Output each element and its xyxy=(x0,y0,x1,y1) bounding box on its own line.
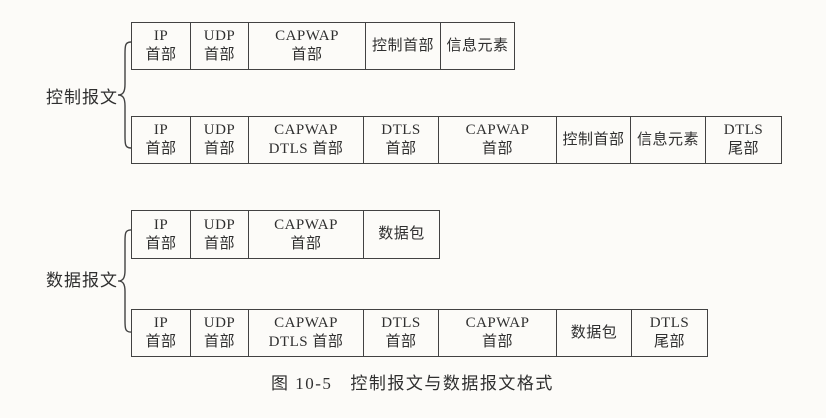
packet-row-control-plain: IP 首部 UDP 首部 CAPWAP 首部 控制首部信息元素 xyxy=(131,22,515,70)
packet-field-label: 首部 xyxy=(203,47,235,63)
packet-field-label: CAPWAP xyxy=(274,315,338,331)
packet-field-cell: CAPWAP 首部 xyxy=(439,117,557,163)
packet-field-label: DTLS xyxy=(381,122,421,138)
packet-field-label: 首部 xyxy=(203,141,235,157)
packet-field-label: 首部 xyxy=(145,235,177,252)
packet-field-cell: UDP 首部 xyxy=(191,117,249,163)
packet-field-label: DTLS xyxy=(381,315,421,331)
packet-field-label: 首部 xyxy=(385,334,417,350)
packet-field-cell: CAPWAP 首部 xyxy=(249,211,364,258)
packet-field-label: IP xyxy=(153,28,169,44)
packet-field-label: DTLS 首部 xyxy=(268,141,344,157)
packet-field-cell: 数据包 xyxy=(557,310,632,356)
packet-field-label: 控制首部 xyxy=(371,37,434,54)
packet-field-label: IP xyxy=(153,315,169,331)
packet-field-cell: CAPWAP 首部 xyxy=(249,23,366,69)
packet-field-cell: CAPWAP 首部 xyxy=(439,310,557,356)
packet-field-cell: CAPWAP DTLS 首部 xyxy=(249,117,364,163)
packet-field-label: 控制首部 xyxy=(562,131,625,148)
data-message-group-label: 数据报文 xyxy=(46,271,118,290)
packet-field-cell: IP 首部 xyxy=(132,310,191,356)
packet-field-label: UDP xyxy=(203,216,236,233)
packet-field-cell: DTLS 首部 xyxy=(364,117,439,163)
packet-field-label: 首部 xyxy=(203,235,235,252)
packet-field-label: 首部 xyxy=(290,235,322,252)
packet-field-cell: UDP 首部 xyxy=(191,211,249,258)
packet-field-label: DTLS xyxy=(649,315,690,331)
packet-field-label: UDP xyxy=(203,315,236,331)
packet-field-label: 首部 xyxy=(203,334,235,350)
packet-field-label: CAPWAP xyxy=(465,122,530,138)
packet-field-cell: IP 首部 xyxy=(132,23,191,69)
figure-caption: 图 10-5 控制报文与数据报文格式 xyxy=(271,369,554,394)
packet-field-label: DTLS xyxy=(723,122,764,138)
packet-field-label: IP xyxy=(153,122,169,138)
packet-field-label: 首部 xyxy=(385,141,417,157)
packet-field-cell: UDP 首部 xyxy=(191,23,249,69)
packet-field-label: 数据包 xyxy=(378,226,425,242)
packet-field-label: 信息元素 xyxy=(636,131,699,148)
packet-field-cell: DTLS 首部 xyxy=(364,310,439,356)
figure-number: 图 10-5 xyxy=(271,374,333,393)
packet-row-data-plain: IP 首部 UDP 首部 CAPWAP 首部 数据包 xyxy=(131,210,440,259)
data-group-brace-icon xyxy=(117,229,132,333)
packet-field-label: CAPWAP xyxy=(274,122,338,138)
packet-field-label: 首部 xyxy=(145,141,177,157)
control-message-group-label: 控制报文 xyxy=(46,88,118,107)
packet-field-cell: 控制首部 xyxy=(366,23,441,69)
packet-field-label: IP xyxy=(153,216,169,233)
packet-field-label: 首部 xyxy=(481,334,513,350)
packet-field-label: 首部 xyxy=(145,47,177,63)
packet-field-label: 尾部 xyxy=(653,334,685,350)
packet-field-cell: 数据包 xyxy=(364,211,439,258)
control-group-brace-icon xyxy=(117,41,132,149)
packet-field-cell: DTLS 尾部 xyxy=(706,117,781,163)
packet-field-label: CAPWAP xyxy=(465,315,530,331)
packet-field-label: 首部 xyxy=(481,141,513,157)
packet-field-label: CAPWAP xyxy=(274,216,338,233)
packet-field-cell: 信息元素 xyxy=(441,23,514,69)
packet-field-label: 首部 xyxy=(145,334,177,350)
packet-field-cell: DTLS 尾部 xyxy=(632,310,707,356)
figure-title: 控制报文与数据报文格式 xyxy=(350,374,554,393)
packet-field-cell: UDP 首部 xyxy=(191,310,249,356)
packet-field-label: 数据包 xyxy=(570,324,618,341)
packet-field-label: UDP xyxy=(203,28,236,44)
packet-field-cell: 信息元素 xyxy=(631,117,706,163)
packet-field-label: DTLS 首部 xyxy=(268,334,344,350)
packet-field-cell: CAPWAP DTLS 首部 xyxy=(249,310,364,356)
packet-field-cell: IP 首部 xyxy=(132,117,191,163)
packet-field-label: 尾部 xyxy=(727,141,759,157)
packet-field-cell: IP 首部 xyxy=(132,211,191,258)
packet-field-cell: 控制首部 xyxy=(557,117,631,163)
packet-field-label: CAPWAP xyxy=(275,28,339,44)
packet-field-label: 信息元素 xyxy=(446,37,509,54)
packet-field-label: UDP xyxy=(203,122,236,138)
packet-field-label: 首部 xyxy=(291,47,323,63)
